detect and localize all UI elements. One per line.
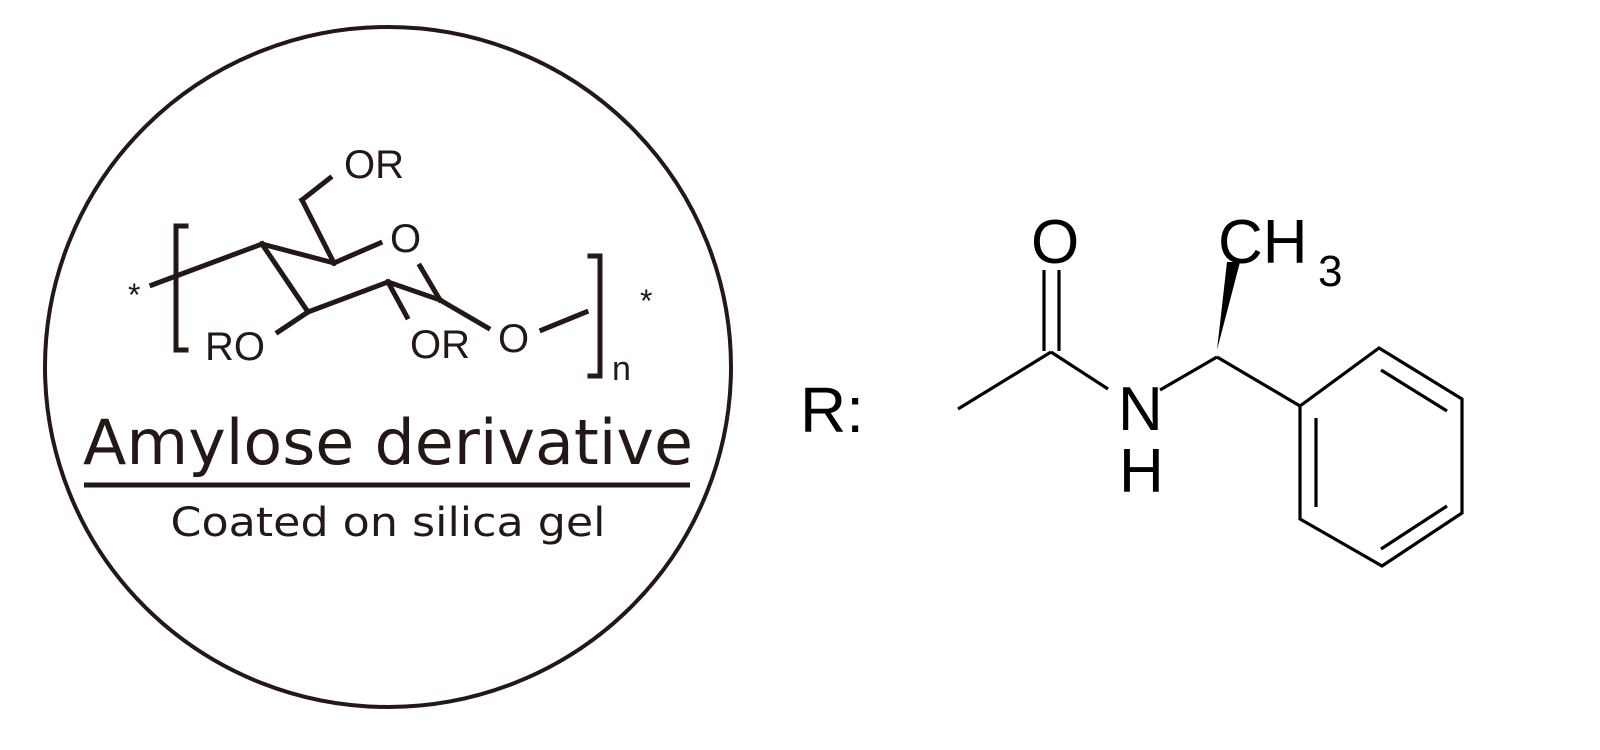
glucose-ring <box>148 174 590 336</box>
panel-title: Amylose derivative <box>83 406 693 479</box>
methyl-subscript: 3 <box>1318 247 1342 296</box>
benzene-ring <box>1298 346 1464 568</box>
atom-or-top: OR <box>344 143 404 187</box>
r-substituent-structure <box>957 262 1464 568</box>
repeat-subscript-n: n <box>612 350 631 388</box>
atom-ro-left: RO <box>205 325 265 369</box>
atom-ring-oxygen: O <box>390 217 421 261</box>
atom-ch: CH <box>1218 208 1308 277</box>
star-right: * <box>640 283 652 319</box>
atom-glycosidic-oxygen: O <box>498 317 529 361</box>
atom-hydrogen: H <box>1119 437 1164 506</box>
atom-nitrogen: N <box>1118 375 1163 444</box>
atom-or-bottom: OR <box>410 323 470 367</box>
left-bracket <box>173 223 189 353</box>
amylose-derivative-panel: OR O RO OR O * * n Amylose derivative Co… <box>43 25 733 709</box>
panel-subtitle: Coated on silica gel <box>171 500 606 546</box>
r-group-label: R: <box>800 374 864 446</box>
star-left: * <box>128 277 140 313</box>
stereo-wedge <box>1217 262 1240 350</box>
atom-carbonyl-oxygen: O <box>1031 208 1079 277</box>
right-bracket <box>587 253 603 379</box>
outer-circle <box>43 25 733 709</box>
